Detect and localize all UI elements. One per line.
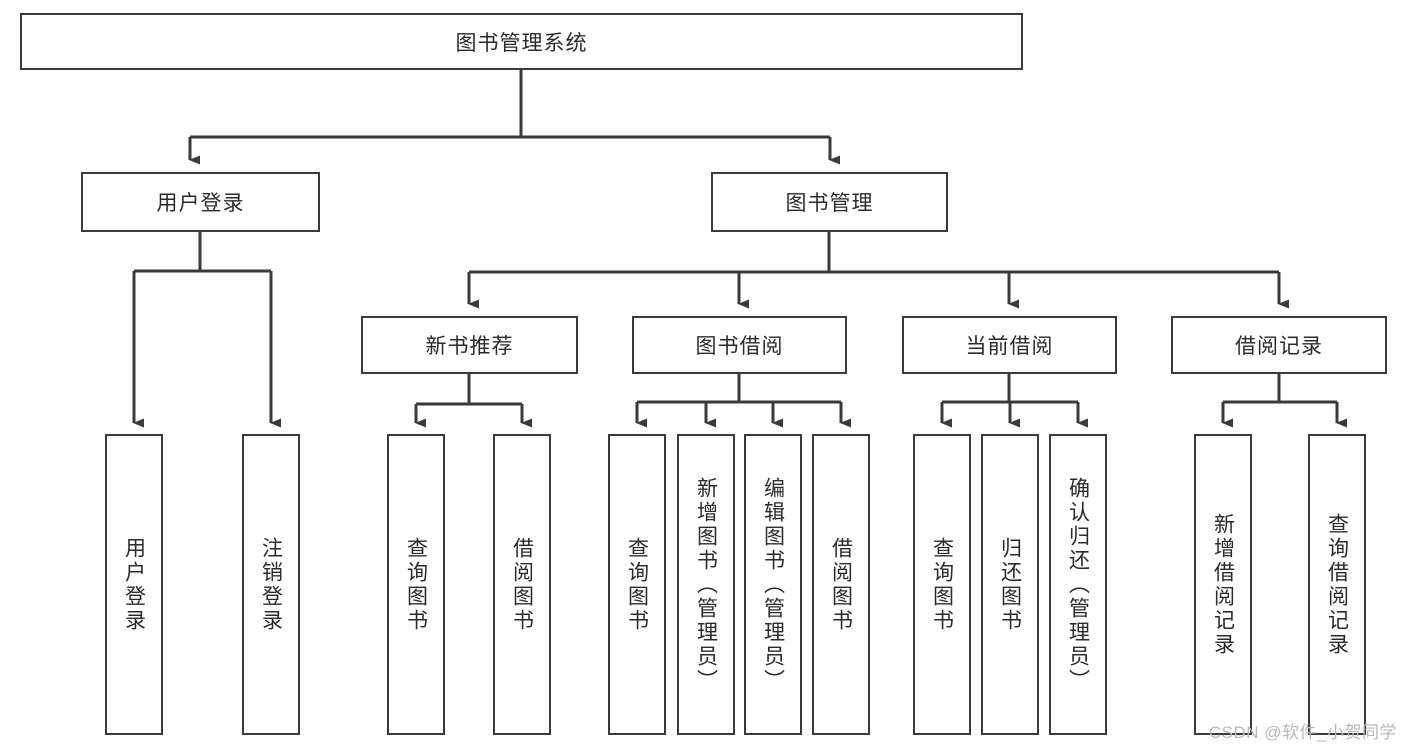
leaf-current-confirm-return-admin[interactable]: 确认归还（管理员）: [1049, 434, 1107, 735]
leaf-current-return-book[interactable]: 归还图书: [981, 434, 1039, 735]
leaf-borrow-edit-book-admin[interactable]: 编辑图书（管理员）: [744, 434, 802, 735]
leaf-user-logout[interactable]: 注销登录: [242, 434, 300, 735]
node-label: 查询借阅记录: [1325, 512, 1349, 657]
leaf-user-login[interactable]: 用户登录: [105, 434, 163, 735]
node-new-book-recommend[interactable]: 新书推荐: [361, 316, 578, 374]
node-label: 当前借阅: [965, 335, 1054, 358]
node-label: 编辑图书（管理员）: [761, 476, 785, 693]
node-label: 借阅图书: [829, 536, 853, 633]
node-label: 新增图书（管理员）: [694, 476, 718, 693]
leaf-record-query-borrow-record[interactable]: 查询借阅记录: [1308, 434, 1366, 735]
csdn-watermark: CSDN @软件_小贺同学: [1208, 723, 1397, 742]
leaf-record-add-borrow-record[interactable]: 新增借阅记录: [1194, 434, 1252, 735]
node-root-book-management-system[interactable]: 图书管理系统: [20, 13, 1023, 70]
node-current-borrow[interactable]: 当前借阅: [902, 316, 1117, 374]
node-label: 归还图书: [998, 536, 1022, 633]
node-label: 确认归还（管理员）: [1066, 476, 1090, 693]
node-label: 新增借阅记录: [1211, 512, 1235, 657]
node-label: 查询图书: [404, 536, 428, 633]
leaf-borrow-add-book-admin[interactable]: 新增图书（管理员）: [677, 434, 735, 735]
node-label: 图书借阅: [695, 335, 784, 358]
leaf-borrow-query-book[interactable]: 查询图书: [608, 434, 666, 735]
leaf-recommend-borrow-book[interactable]: 借阅图书: [493, 434, 551, 735]
node-label: 新书推荐: [425, 335, 514, 358]
node-label: 查询图书: [625, 536, 649, 633]
leaf-current-query-book[interactable]: 查询图书: [913, 434, 971, 735]
node-borrow-record[interactable]: 借阅记录: [1171, 316, 1387, 374]
node-user-login[interactable]: 用户登录: [81, 172, 320, 232]
node-label: 查询图书: [930, 536, 954, 633]
node-book-borrow[interactable]: 图书借阅: [632, 316, 847, 374]
node-label: 用户登录: [156, 192, 245, 215]
node-label: 注销登录: [259, 536, 283, 633]
leaf-recommend-query-book[interactable]: 查询图书: [387, 434, 445, 735]
node-label: 图书管理系统: [455, 31, 588, 55]
node-label: 用户登录: [122, 536, 146, 633]
node-book-management[interactable]: 图书管理: [711, 172, 948, 232]
node-label: 借阅图书: [510, 536, 534, 633]
leaf-borrow-borrow-book[interactable]: 借阅图书: [812, 434, 870, 735]
node-label: 图书管理: [785, 192, 874, 215]
node-label: 借阅记录: [1235, 335, 1323, 358]
